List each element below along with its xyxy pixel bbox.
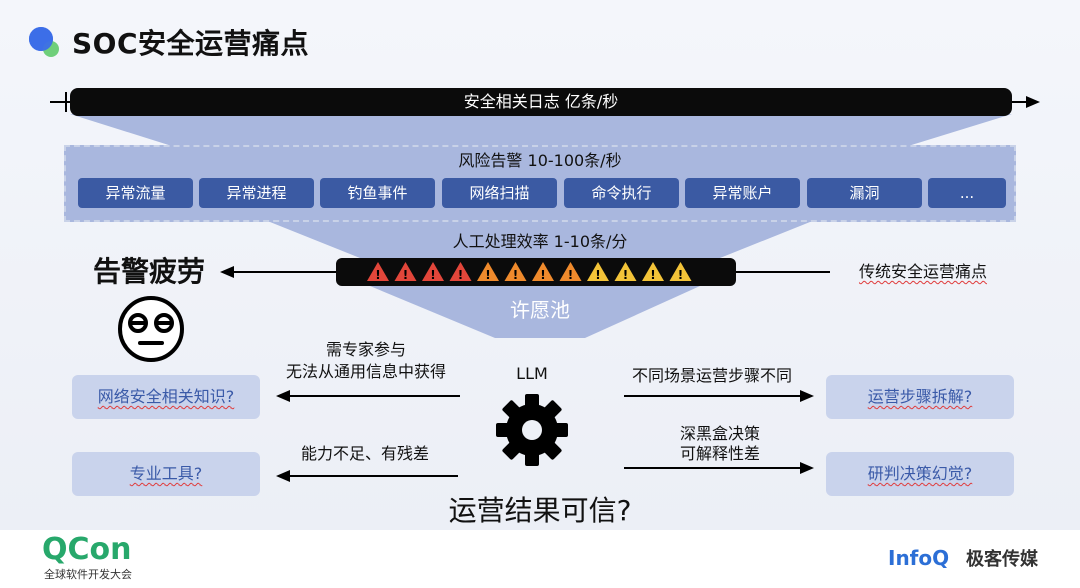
- efficiency-label: 人工处理效率 1-10条/分: [452, 232, 628, 251]
- alert-chip: 漏洞: [807, 178, 922, 208]
- warning-triangle-icon: [532, 262, 554, 281]
- wish-pool: 许愿池: [510, 298, 570, 322]
- warning-mark: !: [403, 268, 408, 282]
- right-box-steps: 运营步骤拆解?: [826, 375, 1014, 419]
- qcon-subtitle: 全球软件开发大会: [44, 568, 132, 581]
- warning-mark: !: [430, 268, 435, 282]
- funnel-graphic: [50, 92, 1040, 482]
- alert-header: 风险告警 10-100条/秒: [458, 151, 622, 170]
- alert-chip: 命令执行: [564, 178, 679, 208]
- alert-fatigue: 告警疲劳: [92, 255, 205, 288]
- alert-chip: 异常进程: [199, 178, 314, 208]
- warning-mark: !: [513, 268, 518, 282]
- alert-chip: 钓鱼事件: [320, 178, 435, 208]
- warning-triangle-icon: [642, 262, 664, 281]
- tired-face-icon: [118, 296, 184, 362]
- qcon-logo: QCon: [42, 532, 132, 567]
- warning-mark: !: [458, 268, 463, 282]
- right-note2-line1: 深黑盒决策: [679, 424, 760, 443]
- infoq-logo: InfoQ: [888, 546, 950, 570]
- right-note2-line2: 可解释性差: [679, 444, 760, 463]
- warning-triangle-icon: [587, 262, 609, 281]
- bottom-question: 运营结果可信?: [448, 494, 632, 527]
- warning-triangle-icon: [422, 262, 444, 281]
- warning-mark: !: [650, 268, 655, 282]
- page-title: SOC安全运营痛点: [72, 27, 310, 60]
- log-bar-label: 安全相关日志 亿条/秒: [463, 92, 619, 111]
- warning-mark: !: [568, 268, 573, 282]
- alert-chip: 网络扫描: [442, 178, 557, 208]
- left-box-knowledge: 网络安全相关知识?: [72, 375, 260, 419]
- traditional-pain: 传统安全运营痛点: [858, 262, 987, 281]
- warning-mark: !: [485, 268, 490, 282]
- warning-triangle-icon: [614, 262, 637, 281]
- warning-triangle-icon: [477, 262, 499, 281]
- warning-icons: !!!!!!!!!!!!: [367, 262, 692, 282]
- geek-media-logo: 极客传媒: [966, 549, 1038, 570]
- footer: [0, 530, 1080, 588]
- warning-mark: !: [623, 268, 628, 282]
- left-note1-line2: 无法从通用信息中获得: [285, 362, 446, 381]
- warning-triangle-icon: [394, 262, 417, 281]
- warning-triangle-icon: [559, 262, 582, 281]
- warning-triangle-icon: [669, 262, 692, 281]
- left-box-tools: 专业工具?: [72, 452, 260, 496]
- log-bar: 安全相关日志 亿条/秒: [70, 88, 1012, 116]
- alert-chip: 异常流量: [78, 178, 193, 208]
- gear-icon: [496, 394, 568, 466]
- warning-triangle-icon: [367, 262, 389, 281]
- left-note2: 能力不足、有残差: [300, 444, 429, 463]
- left-note1-line1: 需专家参与: [325, 340, 406, 359]
- warning-mark: !: [375, 268, 380, 282]
- alert-chip: ...: [928, 178, 1006, 208]
- warning-mark: !: [678, 268, 683, 282]
- logo-dots-icon: [29, 27, 59, 57]
- warning-mark: !: [540, 268, 545, 282]
- warning-mark: !: [595, 268, 600, 282]
- llm-label: LLM: [516, 364, 548, 383]
- warning-triangle-icon: [504, 262, 527, 281]
- warning-triangle-icon: [449, 262, 472, 281]
- alert-chip: 异常账户: [685, 178, 800, 208]
- right-note1: 不同场景运营步骤不同: [631, 366, 792, 385]
- right-box-hallucination: 研判决策幻觉?: [826, 452, 1014, 496]
